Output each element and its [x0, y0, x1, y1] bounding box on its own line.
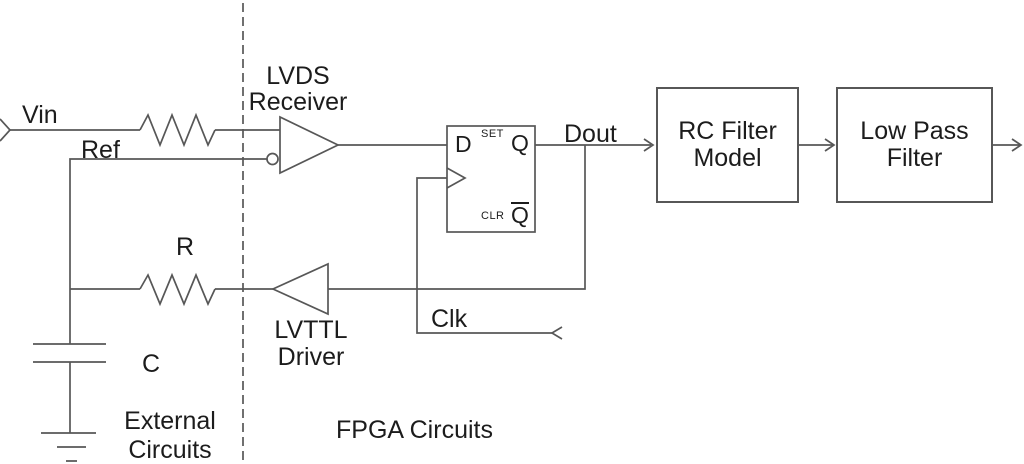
clk-label: Clk [431, 305, 468, 333]
fpga-circuits-label: FPGA Circuits [336, 416, 493, 444]
lvds-receiver-label-line2: Receiver [248, 88, 348, 116]
rc-filter-model-label-line1: RC Filter [678, 117, 777, 145]
output-arrowhead-icon [1011, 138, 1023, 152]
lvds-receiver-label: LVDS Receiver [238, 63, 358, 115]
external-circuits-label-line2: Circuits [128, 436, 212, 464]
rc-to-lpf-arrowhead-icon [824, 138, 836, 152]
dout-arrowhead-icon [643, 138, 655, 152]
clk-terminal-icon [550, 326, 563, 340]
lvttl-driver-label: LVTTL Driver [251, 317, 371, 371]
ff-q-pin-label: Q [511, 130, 529, 156]
capacitor-c-label: C [141, 350, 161, 378]
vin-terminal-icon [0, 118, 12, 142]
ref-label: Ref [81, 136, 120, 164]
dout-label: Dout [564, 120, 617, 148]
vin-label: Vin [22, 101, 58, 129]
feedback-wire [328, 145, 586, 290]
ff-qbar-pin-label: Q [511, 202, 529, 227]
inverting-input-bubble-icon [266, 152, 279, 166]
ff-set-pin-label: SET [481, 128, 504, 140]
ff-d-pin-label: D [455, 131, 472, 157]
low-pass-filter-label-line2: Filter [886, 144, 943, 172]
lvttl-driver-triangle-icon [270, 262, 329, 316]
lvds-receiver-label-line1: LVDS [266, 62, 330, 90]
rc-filter-model-label-line2: Model [693, 144, 762, 172]
external-circuits-label: External Circuits [110, 407, 230, 464]
feedback-resistor-icon [139, 272, 216, 307]
ref-wire [69, 158, 267, 344]
lvttl-driver-label-line1: LVTTL [274, 316, 348, 344]
lvttl-driver-label-line2: Driver [277, 343, 345, 371]
low-pass-filter-label-line1: Low Pass [860, 117, 969, 145]
clk-wire [416, 177, 552, 334]
ground-symbol-icon [41, 432, 96, 462]
low-pass-filter-box: Low Pass Filter [836, 87, 993, 203]
lvds-receiver-triangle-icon [279, 115, 340, 175]
external-circuits-label-line1: External [124, 407, 216, 435]
clock-edge-triangle-icon [446, 167, 467, 189]
rc-filter-model-box: RC Filter Model [656, 87, 799, 203]
ff-qbar-pin-text: Q [511, 202, 529, 228]
resistor-r-label: R [175, 233, 195, 261]
ff-clr-pin-label: CLR [481, 210, 505, 222]
input-resistor-icon [139, 112, 216, 148]
